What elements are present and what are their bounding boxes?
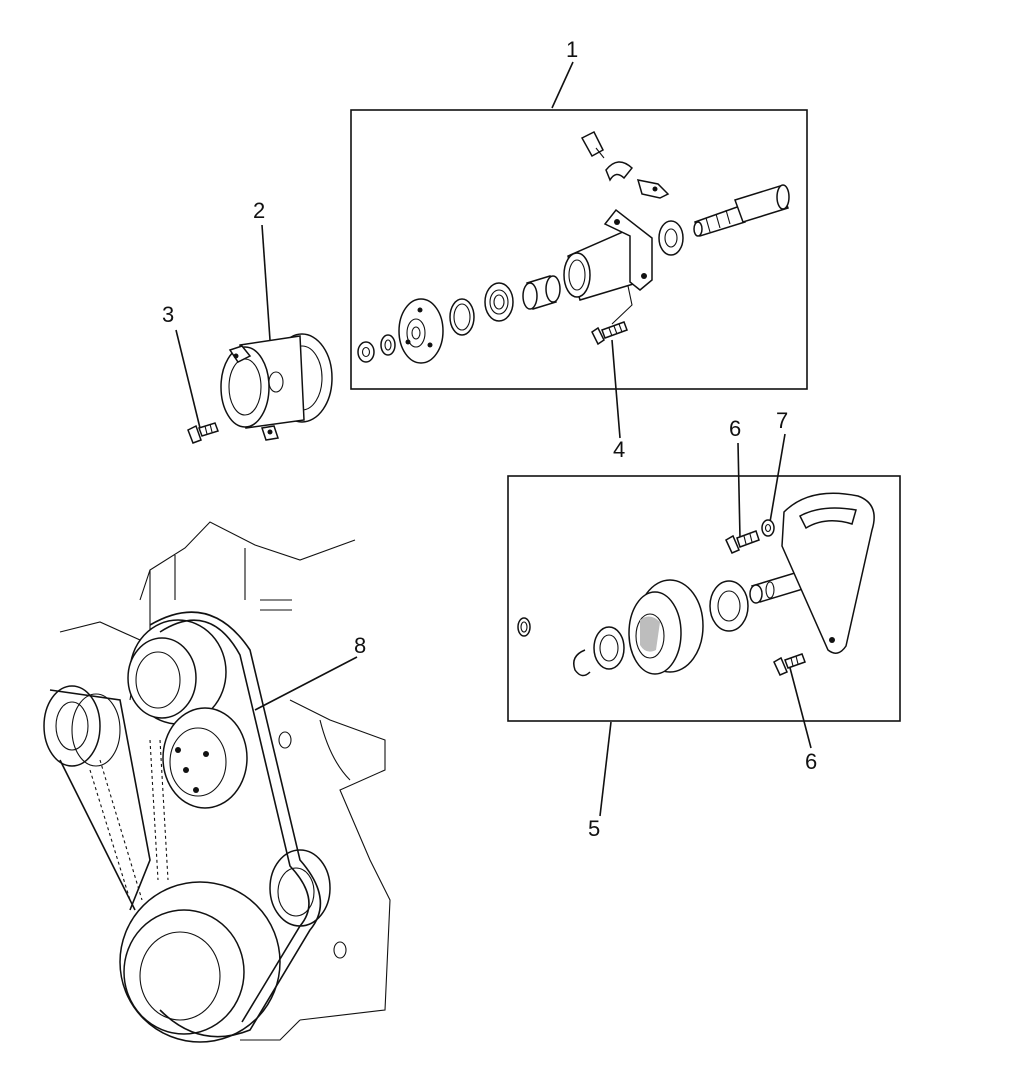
callout-6-upper: 6 — [729, 416, 741, 441]
small-circlip-icon — [517, 617, 531, 637]
plug-fitting-icon — [580, 130, 605, 159]
bolt-6-upper-icon — [725, 530, 760, 554]
spacer-sleeve-icon — [522, 275, 561, 310]
leader-8 — [254, 656, 358, 711]
leader-7 — [769, 433, 786, 523]
hub-flange-icon — [398, 298, 444, 364]
pump-housing-icon — [563, 208, 653, 325]
washer-icon — [380, 334, 396, 356]
callout-6-lower: 6 — [805, 749, 817, 774]
idler-bearing-left-icon — [593, 626, 625, 670]
leader-5 — [599, 721, 612, 817]
water-pump-assembly-parts — [357, 130, 790, 364]
callout-8: 8 — [354, 633, 366, 658]
idler-pulley-icon — [628, 579, 704, 675]
callout-5: 5 — [588, 816, 600, 841]
leader-3 — [175, 329, 201, 429]
callout-7: 7 — [776, 408, 788, 433]
nut-icon — [357, 341, 375, 363]
assembly-box-1 — [350, 109, 808, 390]
leader-2 — [261, 224, 271, 341]
leader-1 — [551, 61, 574, 109]
callout-2: 2 — [253, 198, 265, 223]
callout-3: 3 — [162, 302, 174, 327]
drive-belt-inner — [159, 619, 310, 1023]
bolt-4-icon — [591, 321, 628, 346]
washer-7-icon — [761, 519, 775, 537]
pump-pulley-housing-icon — [220, 333, 333, 441]
clip-icon — [605, 161, 634, 182]
leader-6-upper — [737, 442, 741, 539]
tension-bracket-icon — [781, 492, 875, 654]
seal-ring-icon — [658, 220, 684, 256]
assembly-box-5 — [507, 475, 901, 722]
pump-shaft-icon — [693, 184, 790, 237]
leader-lines — [175, 61, 812, 817]
drive-belt-outer — [149, 611, 322, 1038]
idler-assembly-parts — [517, 492, 875, 677]
tab-washer-icon — [636, 179, 670, 199]
bolt-6-lower-icon — [773, 653, 806, 676]
callout-1: 1 — [566, 37, 578, 62]
engine-front-view — [43, 521, 391, 1043]
leader-6-lower — [788, 663, 812, 749]
bearing-icon — [484, 282, 514, 322]
snap-ring-icon — [449, 298, 475, 336]
callout-4: 4 — [613, 437, 625, 462]
idler-snap-ring-icon — [573, 649, 591, 677]
idler-bearing-right-icon — [709, 580, 749, 632]
bolt-3-icon — [187, 422, 219, 444]
